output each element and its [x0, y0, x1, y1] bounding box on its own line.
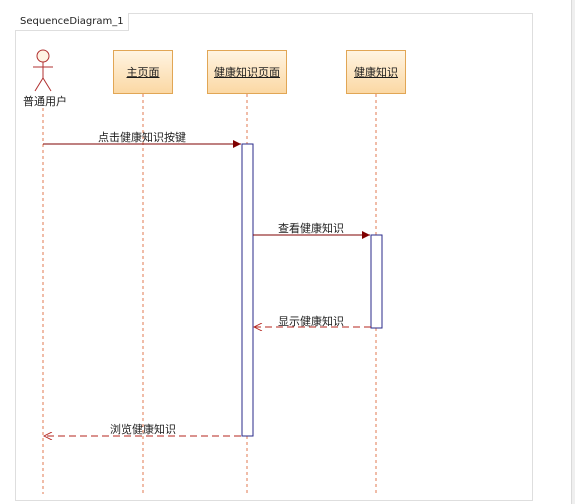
lifeline-main-box[interactable]: 主页面 [113, 50, 173, 94]
diagram-frame [15, 13, 533, 501]
message-m3-label[interactable]: 显示健康知识 [278, 315, 344, 328]
activation-health-page [241, 143, 254, 437]
lifeline-health-box[interactable]: 健康知识 [346, 50, 406, 94]
message-m4-label[interactable]: 浏览健康知识 [110, 423, 176, 436]
diagram-frame-title: SequenceDiagram_1 [15, 13, 129, 31]
activation-health [370, 234, 383, 329]
actor-label[interactable]: 普通用户 [23, 95, 67, 108]
panel-edge [571, 0, 575, 504]
lifeline-health-page-box[interactable]: 健康知识页面 [207, 50, 287, 94]
message-m1-label[interactable]: 点击健康知识按键 [98, 131, 186, 144]
message-m2-label[interactable]: 查看健康知识 [278, 222, 344, 235]
actor-figure-icon[interactable] [33, 49, 53, 92]
